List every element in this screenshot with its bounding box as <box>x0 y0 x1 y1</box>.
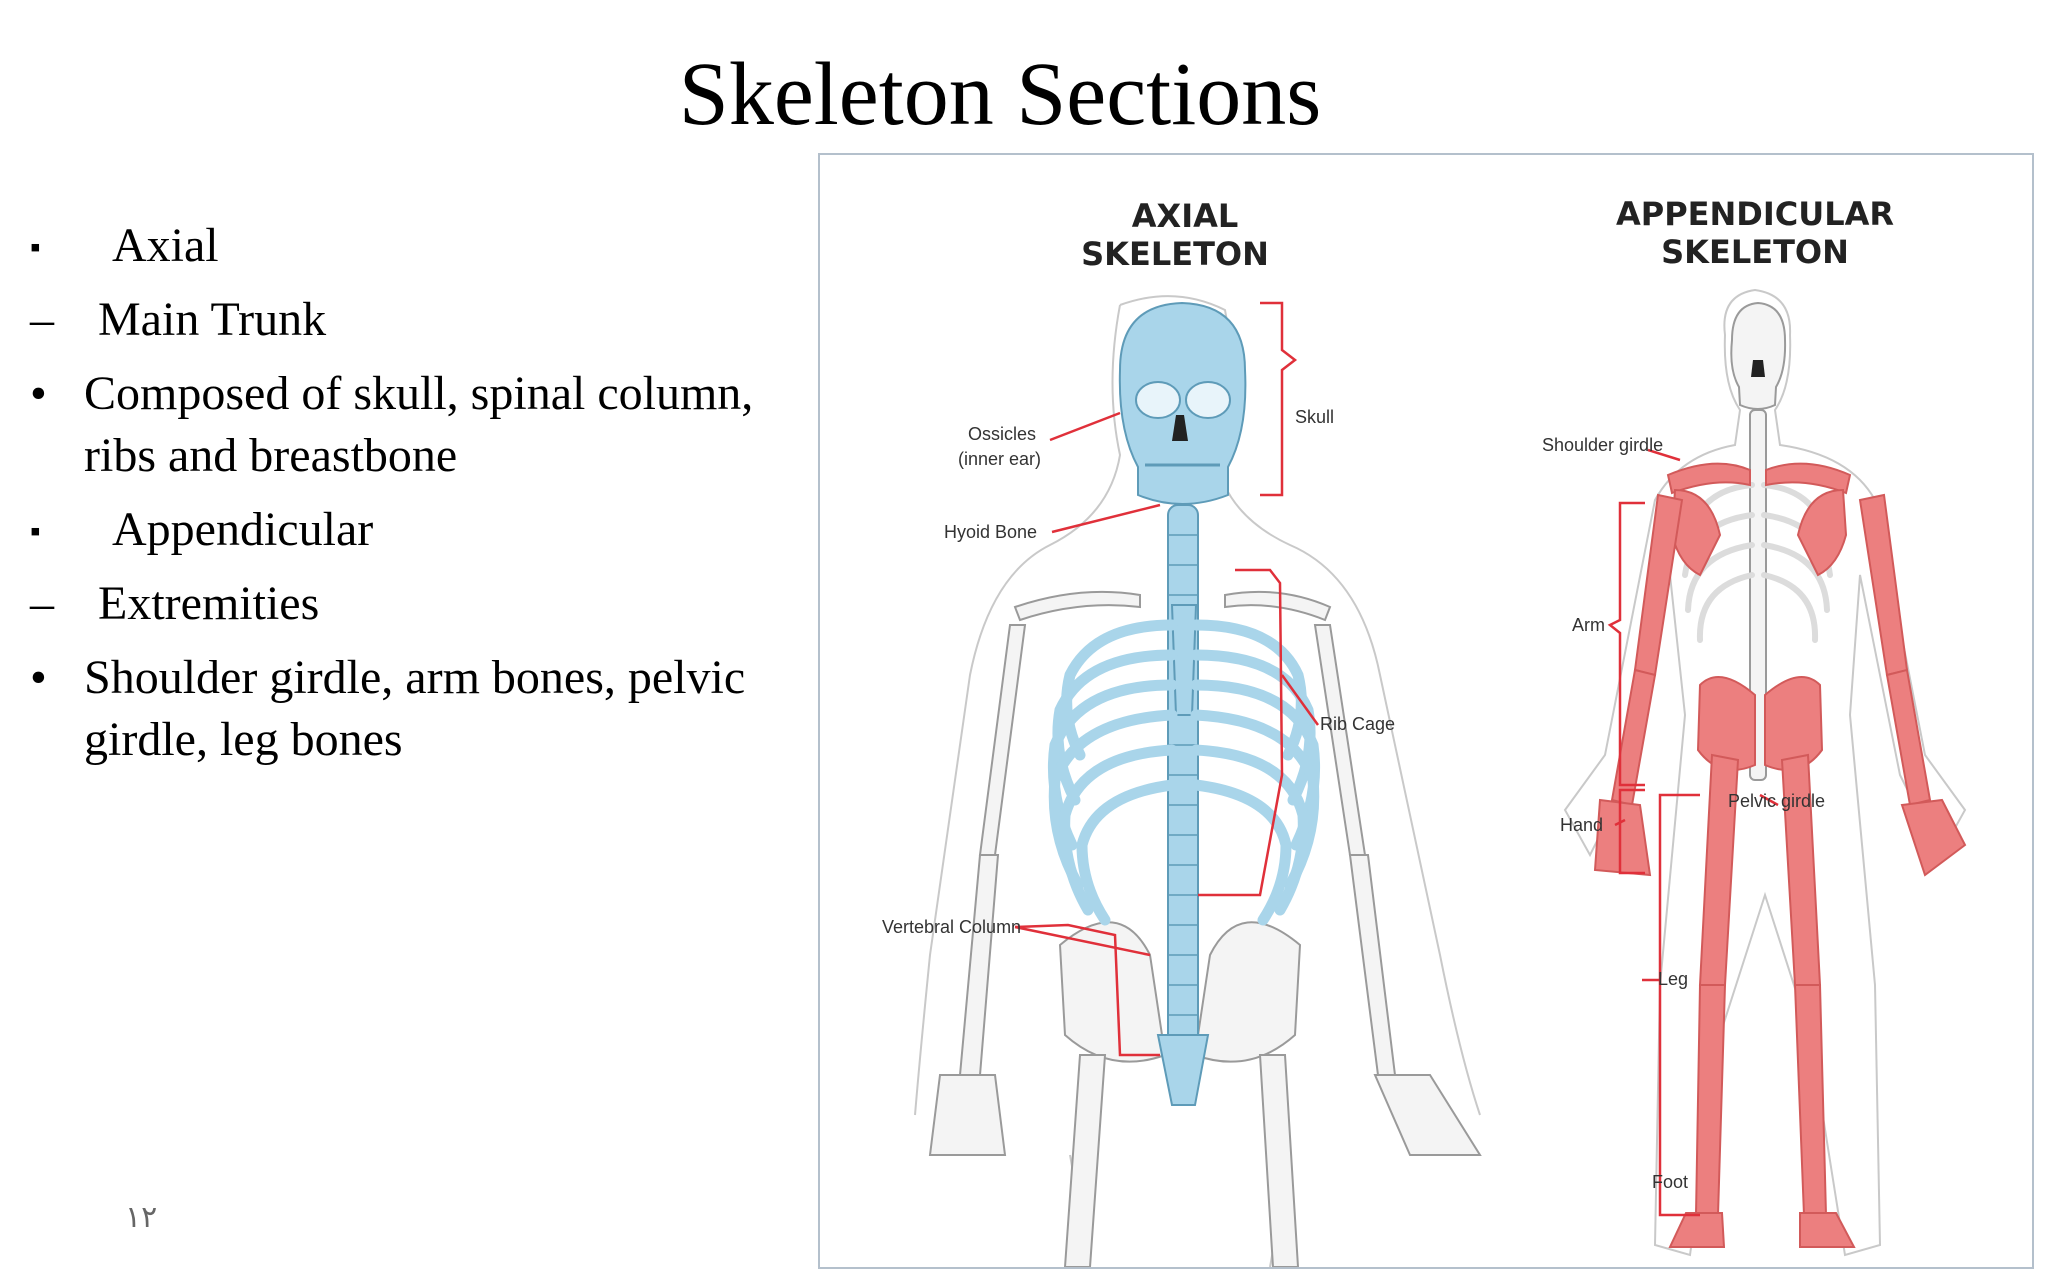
dash-bullet-icon: – <box>30 293 54 346</box>
bullet-text: Extremities <box>98 577 320 630</box>
label-foot: Foot <box>1652 1172 1688 1192</box>
appendicular-header-line2: SKELETON <box>1661 233 1849 271</box>
slide-number: ١٢ <box>125 1200 158 1235</box>
axial-header-line1: AXIAL <box>1132 197 1239 235</box>
label-hyoid-bone: Hyoid Bone <box>944 522 1037 542</box>
bullet-main-trunk: – Main Trunk <box>30 289 820 351</box>
skeleton-figure: AXIAL SKELETON APPENDICULAR SKELETON <box>818 153 2034 1269</box>
label-rib-cage: Rib Cage <box>1320 714 1395 734</box>
label-shoulder-girdle: Shoulder girdle <box>1542 435 1663 455</box>
bullet-text: Shoulder girdle, arm bones, pelvic girdl… <box>84 651 746 766</box>
label-leg: Leg <box>1658 969 1688 989</box>
square-bullet-icon: ▪ <box>30 515 41 548</box>
axial-header-line2: SKELETON <box>1081 235 1269 273</box>
bullet-axial: ▪ Axial <box>30 215 820 277</box>
label-ossicles-line2: (inner ear) <box>958 449 1041 469</box>
appendicular-header-line1: APPENDICULAR <box>1616 195 1894 233</box>
bullet-list: ▪ Axial – Main Trunk • Composed of skull… <box>30 205 820 783</box>
bullet-text: Appendicular <box>112 503 374 556</box>
bullet-extremities: – Extremities <box>30 573 820 635</box>
dot-bullet-icon: • <box>30 367 47 420</box>
label-arm: Arm <box>1572 615 1605 635</box>
label-hand: Hand <box>1560 815 1603 835</box>
slide-title: Skeleton Sections <box>678 45 1322 144</box>
axial-skeleton-drawing: Skull Ossicles (inner ear) Hyoid Bone Ri… <box>882 295 1482 1267</box>
bullet-text: Main Trunk <box>98 293 327 346</box>
bullet-text: Axial <box>112 219 219 272</box>
label-skull: Skull <box>1295 407 1334 427</box>
label-vertebral-column: Vertebral Column <box>882 917 1021 937</box>
dash-bullet-icon: – <box>30 577 54 630</box>
bullet-axial-composition: • Composed of skull, spinal column, ribs… <box>30 363 820 487</box>
bullet-appendicular: ▪ Appendicular <box>30 499 820 561</box>
bullet-appendicular-composition: • Shoulder girdle, arm bones, pelvic gir… <box>30 647 820 771</box>
skeleton-illustration: AXIAL SKELETON APPENDICULAR SKELETON <box>882 195 1967 1267</box>
dot-bullet-icon: • <box>30 651 47 704</box>
label-pelvic-girdle: Pelvic girdle <box>1728 791 1825 811</box>
bullet-text: Composed of skull, spinal column, ribs a… <box>84 367 754 482</box>
square-bullet-icon: ▪ <box>30 231 41 264</box>
appendicular-skeleton-drawing: Shoulder girdle Arm Hand Pelvic girdle L… <box>1542 288 1967 1257</box>
label-ossicles-line1: Ossicles <box>968 424 1036 444</box>
